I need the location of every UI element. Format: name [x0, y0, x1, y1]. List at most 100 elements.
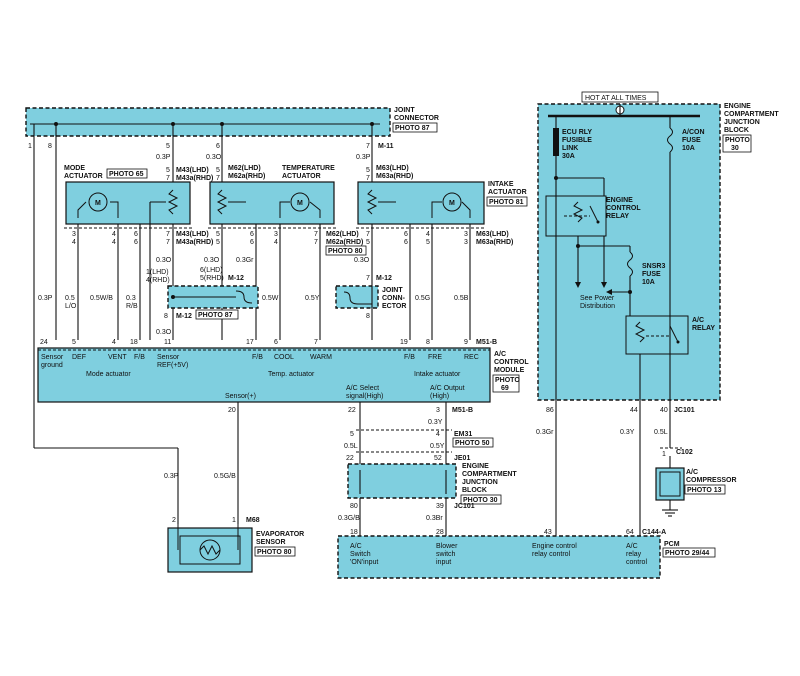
- joint-connector: JOINT CONNECTOR PHOTO 87 1 8 5 6 7 M-11: [25, 107, 439, 150]
- svg-text:0.3G/B: 0.3G/B: [338, 515, 360, 522]
- svg-text:4: 4: [112, 239, 116, 246]
- svg-text:CONN-: CONN-: [382, 295, 406, 302]
- svg-text:5: 5: [166, 167, 170, 174]
- svg-text:30: 30: [731, 145, 739, 152]
- svg-text:22: 22: [346, 455, 354, 462]
- intake-actuator-box: [357, 181, 485, 225]
- svg-text:8: 8: [164, 313, 168, 320]
- svg-text:BLOCK: BLOCK: [462, 487, 487, 494]
- svg-text:5: 5: [426, 239, 430, 246]
- svg-text:4: 4: [426, 231, 430, 238]
- svg-text:CONTROL: CONTROL: [606, 205, 641, 212]
- svg-text:0.3Br: 0.3Br: [426, 515, 443, 522]
- svg-text:A/CON: A/CON: [682, 129, 705, 136]
- svg-text:L/O: L/O: [65, 303, 77, 310]
- svg-text:JUNCTION: JUNCTION: [462, 479, 498, 486]
- pcm-box: [337, 535, 661, 579]
- svg-text:0.3O: 0.3O: [204, 257, 220, 264]
- svg-text:28: 28: [436, 529, 444, 536]
- svg-text:M63a(RHD): M63a(RHD): [376, 173, 413, 180]
- svg-text:ECTOR: ECTOR: [382, 303, 406, 310]
- svg-text:FRE: FRE: [428, 354, 442, 361]
- svg-text:C144-A: C144-A: [642, 529, 666, 536]
- svg-text:M43a(RHD): M43a(RHD): [176, 239, 213, 246]
- svg-text:0.5B: 0.5B: [454, 295, 469, 302]
- svg-text:6: 6: [404, 239, 408, 246]
- svg-text:Sensor(+): Sensor(+): [225, 393, 256, 400]
- svg-text:M62(LHD): M62(LHD): [228, 165, 261, 172]
- svg-text:39: 39: [436, 503, 444, 510]
- svg-text:REC: REC: [464, 354, 479, 361]
- wire-top-7: 0.3P: [356, 154, 371, 161]
- svg-text:6: 6: [250, 239, 254, 246]
- svg-text:7: 7: [314, 239, 318, 246]
- svg-text:4: 4: [436, 431, 440, 438]
- svg-text:0.3O: 0.3O: [354, 257, 370, 264]
- svg-text:22: 22: [348, 407, 356, 414]
- svg-text:4: 4: [72, 239, 76, 246]
- ecjb-mid-box: [347, 463, 457, 499]
- intake-actuator-photo: PHOTO 81: [489, 199, 524, 206]
- svg-text:0.5L: 0.5L: [654, 429, 668, 436]
- mode-actuator-photo: PHOTO 65: [109, 171, 144, 178]
- svg-text:M43(LHD): M43(LHD): [176, 231, 209, 238]
- jc-pin-6: 6: [216, 143, 220, 150]
- svg-text:M62a(RHD): M62a(RHD): [228, 173, 265, 180]
- svg-text:PHOTO: PHOTO: [725, 137, 750, 144]
- svg-text:18: 18: [130, 339, 138, 346]
- svg-text:EM31: EM31: [454, 431, 472, 438]
- svg-text:6(LHD): 6(LHD): [200, 267, 223, 274]
- svg-text:7: 7: [314, 231, 318, 238]
- svg-text:'ON'input: 'ON'input: [350, 559, 378, 566]
- svg-text:0.3Y: 0.3Y: [620, 429, 635, 436]
- wire-top-6: 0.3O: [206, 154, 222, 161]
- svg-text:WARM: WARM: [310, 354, 332, 361]
- svg-text:PHOTO: PHOTO: [495, 377, 520, 384]
- svg-text:M62a(RHD): M62a(RHD): [326, 239, 363, 246]
- svg-text:0.5Y: 0.5Y: [305, 295, 320, 302]
- svg-text:LINK: LINK: [562, 145, 578, 152]
- svg-text:M43(LHD): M43(LHD): [176, 167, 209, 174]
- svg-text:A/C: A/C: [686, 469, 698, 476]
- svg-text:M63a(RHD): M63a(RHD): [476, 239, 513, 246]
- svg-text:3: 3: [72, 231, 76, 238]
- svg-text:69: 69: [501, 385, 509, 392]
- jc-conn-m11: M-11: [378, 143, 394, 150]
- svg-text:PHOTO 50: PHOTO 50: [455, 440, 490, 447]
- svg-text:signal(High): signal(High): [346, 393, 383, 400]
- svg-text:4: 4: [112, 231, 116, 238]
- svg-text:PHOTO 29/44: PHOTO 29/44: [665, 550, 709, 557]
- svg-text:A/C: A/C: [626, 543, 638, 550]
- temperature-actuator: M62(LHD) M62a(RHD) 5 7 TEMPERATURE ACTUA…: [209, 165, 335, 225]
- svg-text:0.3: 0.3: [126, 295, 136, 302]
- svg-text:0.5Y: 0.5Y: [430, 443, 445, 450]
- svg-text:PHOTO 13: PHOTO 13: [687, 487, 722, 494]
- joint-connector-photo: PHOTO 87: [395, 125, 430, 132]
- svg-text:M43a(RHD): M43a(RHD): [176, 175, 213, 182]
- svg-text:7: 7: [216, 175, 220, 182]
- svg-text:6: 6: [274, 339, 278, 346]
- temp-actuator-label2: ACTUATOR: [282, 173, 321, 180]
- svg-text:C102: C102: [676, 449, 693, 456]
- jc-pin-5: 5: [166, 143, 170, 150]
- svg-text:7: 7: [166, 175, 170, 182]
- svg-text:M51-B: M51-B: [452, 407, 473, 414]
- svg-text:10A: 10A: [682, 145, 695, 152]
- intake-actuator-label1: INTAKE: [488, 181, 514, 188]
- svg-text:Blower: Blower: [436, 543, 458, 550]
- ac-compressor: 1 C102 A/C COMPRESSOR PHOTO 13: [655, 447, 737, 517]
- svg-text:PHOTO 80: PHOTO 80: [257, 549, 292, 556]
- svg-text:5: 5: [216, 231, 220, 238]
- svg-text:Intake actuator: Intake actuator: [414, 371, 461, 378]
- svg-text:80: 80: [350, 503, 358, 510]
- svg-text:COMPRESSOR: COMPRESSOR: [686, 477, 737, 484]
- svg-text:17: 17: [246, 339, 254, 346]
- wire-top-5: 0.3P: [156, 154, 171, 161]
- jc-pin-8: 8: [48, 143, 52, 150]
- m12-label-top: M-12: [228, 275, 244, 282]
- svg-text:7: 7: [314, 339, 318, 346]
- svg-text:M63(LHD): M63(LHD): [376, 165, 409, 172]
- svg-text:7: 7: [366, 275, 370, 282]
- svg-text:5: 5: [366, 239, 370, 246]
